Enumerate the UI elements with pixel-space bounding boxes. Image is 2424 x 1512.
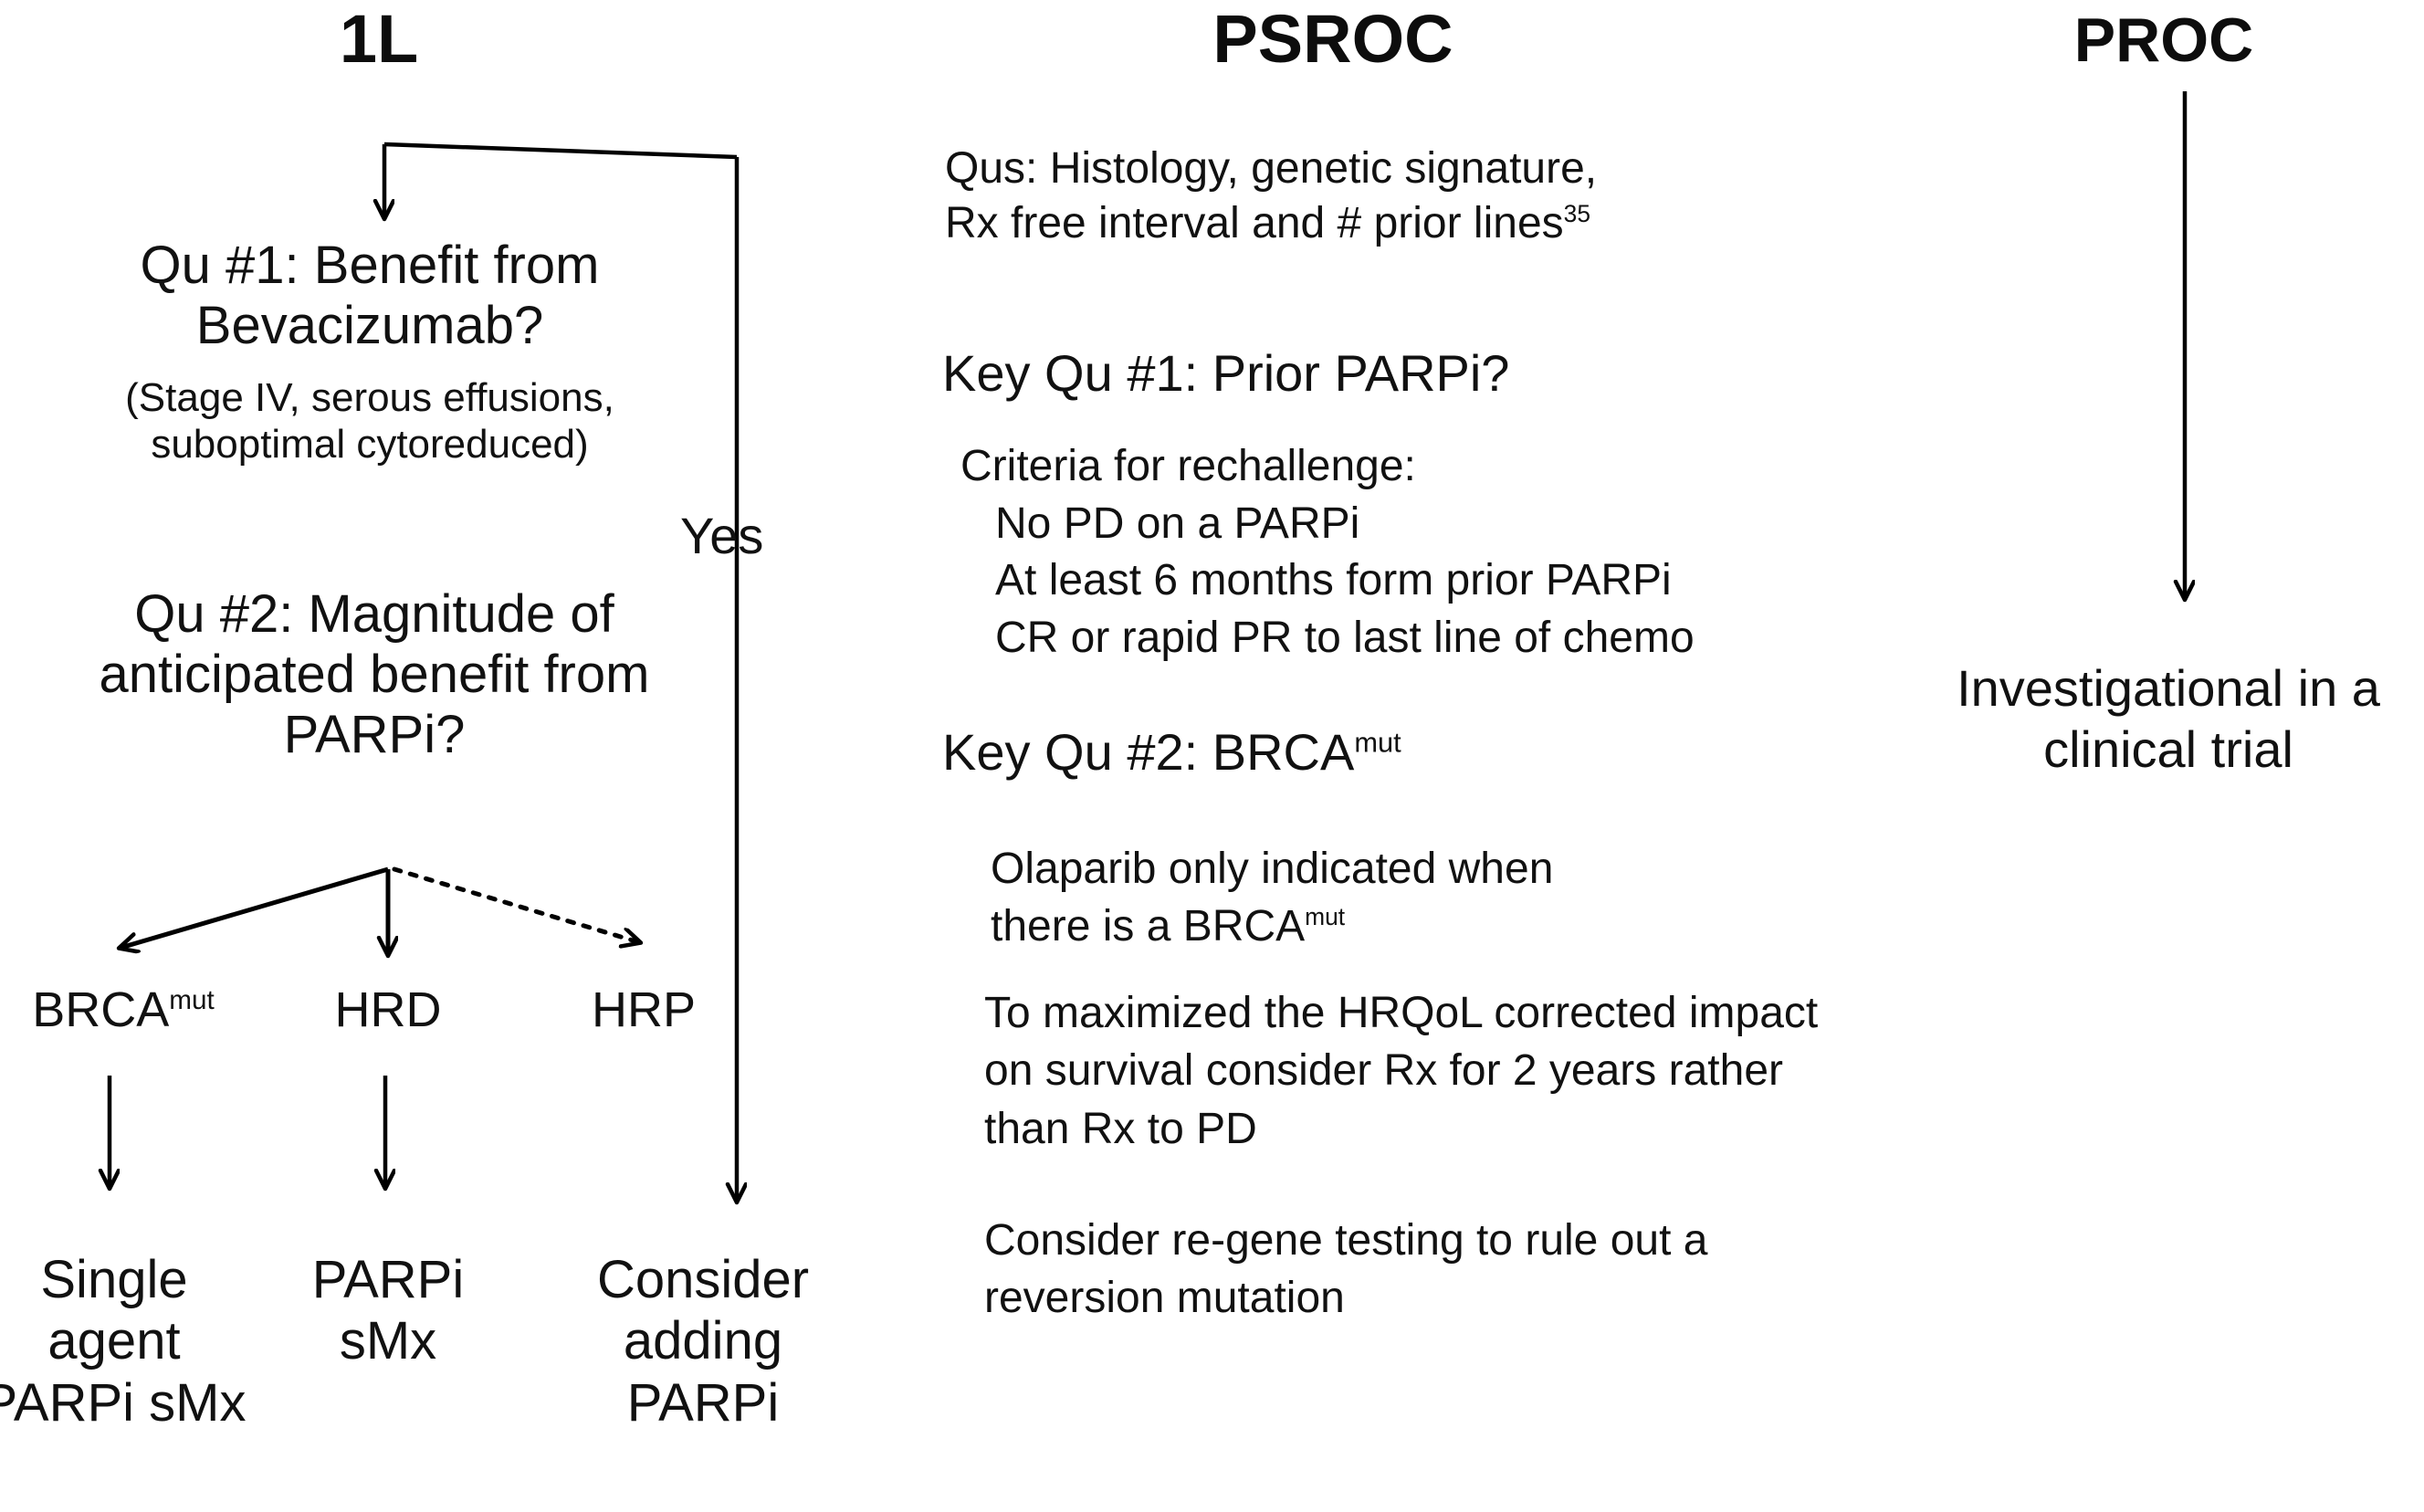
branch-label-hrp: HRP [591,982,696,1037]
outcome-brca-mut: Single agent PARPi sMx [0,1250,247,1433]
psroc-note-olaparib-superscript: mut [1305,903,1346,931]
column-header-psroc: PSROC [1212,1,1453,77]
psroc-note-olaparib-line-2-base: there is a BRCA [991,902,1306,951]
psroc-intro-citation: 35 [1563,200,1591,227]
proc-outcome: Investigational in a clinical trial [1957,659,2380,779]
outcome-yes-bevacizumab: Consider adding PARPi [596,1250,810,1433]
yes-branch-label: Yes [680,507,764,564]
psroc-key-question-2: Key Qu #2: BRCAmut [942,721,1855,782]
psroc-intro-line-2-base: Rx free interval and # prior lines [945,199,1564,247]
psroc-note-hrqol: To maximized the HRQoL corrected impact … [984,989,1819,1153]
branch-label-brca-mut: BRCAmut [0,982,247,1038]
psroc-note-regene-testing: Consider re-gene testing to rule out a r… [984,1216,1708,1323]
question-1-title: Qu #1: Benefit from Bevacizumab? [140,236,600,356]
psroc-key-question-1: Key Qu #1: Prior PARPi? [942,344,1510,402]
psroc-criteria-item: No PD on a PARPi [995,499,1360,548]
arrow-branch-brca [121,866,389,948]
branch-label-brca-superscript: mut [169,985,215,1015]
psroc-criteria-list: No PD on a PARPi At least 6 months form … [995,496,1954,667]
psroc-key-question-2-base: Key Qu #2: BRCA [942,723,1355,781]
question-1-note: (Stage IV, serous effusions, suboptimal … [125,375,614,467]
psroc-key-question-2-superscript: mut [1354,726,1401,759]
branch-label-hrd: HRD [334,982,442,1037]
psroc-intro-line-1: Qus: Histology, genetic signature, [945,144,1598,193]
psroc-note-olaparib-line-2: there is a BRCAmut [991,898,1812,955]
psroc-note-olaparib: Olaparib only indicated when there is a … [991,840,1812,956]
column-header-proc: PROC [2073,5,2254,75]
psroc-note-olaparib-line-1: Olaparib only indicated when [991,845,1554,893]
psroc-intro-line-2: Rx free interval and # prior lines35 [945,196,1858,251]
psroc-criteria-item: CR or rapid PR to last line of chemo [995,613,1695,662]
branch-label-brca-base: BRCA [32,982,170,1037]
psroc-questions-intro: Qus: Histology, genetic signature, Rx fr… [945,142,1858,251]
question-2-title: Qu #2: Magnitude of anticipated benefit … [99,584,650,765]
psroc-criteria-heading: Criteria for rechallenge: [960,442,1416,490]
outcome-hrd: PARPi sMx [311,1250,465,1371]
column-header-1l: 1L [339,1,419,77]
arrow-branch-hrp [392,866,639,942]
psroc-criteria-item: At least 6 months form prior PARPi [995,556,1672,605]
